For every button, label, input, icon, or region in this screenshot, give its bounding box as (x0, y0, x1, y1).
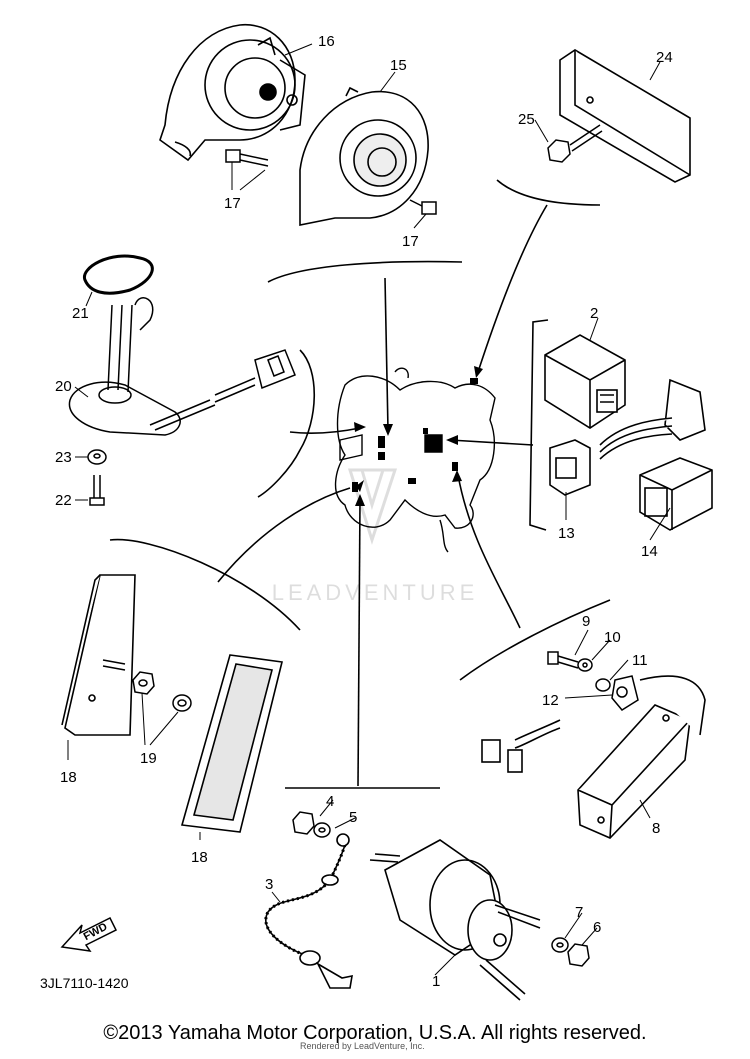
reflector-18b (180, 654, 283, 833)
starter-relay-1 (369, 839, 541, 1001)
part-labels: 1 2 3 4 5 6 7 8 9 10 11 12 13 14 15 16 1… (55, 33, 673, 990)
part-label-18b: 18 (191, 849, 208, 866)
part-label-2: 2 (590, 305, 598, 322)
part-label-7: 7 (575, 904, 583, 921)
washer-23 (87, 449, 107, 465)
part-label-19: 19 (140, 750, 157, 767)
collar-11 (595, 678, 611, 692)
screw-22 (89, 475, 105, 506)
nut-19 (132, 671, 192, 712)
part-label-4: 4 (326, 793, 334, 810)
washer-10 (577, 658, 593, 672)
starter-cable-3 (264, 833, 353, 989)
bolt-17a (225, 149, 269, 167)
coupler-14 (639, 457, 713, 531)
part-label-24: 24 (656, 49, 673, 66)
regulator-8 (481, 675, 706, 839)
bolt-17b (409, 199, 437, 215)
fwd-arrow-icon: FWD (60, 916, 118, 952)
part-label-12: 12 (542, 692, 559, 709)
horn-15 (299, 86, 429, 226)
reflector-24 (559, 49, 691, 183)
copyright-notice: ©2013 Yamaha Motor Corporation, U.S.A. A… (103, 1022, 647, 1044)
washer-5 (313, 822, 331, 838)
part-label-18a: 18 (60, 769, 77, 786)
callout-leaders (67, 43, 671, 976)
watermark-credit: Rendered by LeadVenture, Inc. (300, 1041, 425, 1051)
frame-mount-marks (352, 378, 478, 492)
part-label-5: 5 (349, 809, 357, 826)
watermark-logo: LEADVENTURE (272, 468, 479, 605)
part-label-21: 21 (72, 305, 89, 322)
part-label-3: 3 (265, 876, 273, 893)
part-label-10: 10 (604, 629, 621, 646)
part-label-9: 9 (582, 613, 590, 630)
part-label-25: 25 (518, 111, 535, 128)
bolt-9 (547, 651, 579, 669)
part-label-13: 13 (558, 525, 575, 542)
fuel-sender-20 (68, 297, 296, 436)
part-label-8: 8 (652, 820, 660, 837)
horn-16 (159, 24, 306, 162)
gasket-21 (83, 254, 154, 295)
nut-4 (292, 811, 315, 835)
leader-lines (109, 179, 611, 789)
relay-unit-2 (544, 334, 706, 460)
part-label-22: 22 (55, 492, 72, 509)
part-label-1: 1 (432, 973, 440, 990)
frame-silhouette (334, 367, 496, 553)
part-label-11: 11 (632, 652, 648, 669)
reflector-18a (61, 574, 136, 736)
part-label-16: 16 (318, 33, 335, 50)
drawing-number: 3JL7110-1420 (40, 975, 129, 991)
nut-25 (547, 124, 603, 163)
part-label-23: 23 (55, 449, 72, 466)
clamp-12 (611, 675, 639, 711)
nut-6 (567, 943, 590, 967)
washer-7 (551, 937, 569, 953)
part-label-20: 20 (55, 378, 72, 395)
part-label-14: 14 (641, 543, 658, 560)
watermark-text: LEADVENTURE (272, 580, 479, 605)
part-label-6: 6 (593, 919, 601, 936)
part-label-15: 15 (390, 57, 407, 74)
part-label-17a: 17 (224, 195, 241, 212)
coupler-13 (549, 439, 591, 496)
part-label-17b: 17 (402, 233, 419, 250)
leader-arrowheads (354, 366, 483, 506)
